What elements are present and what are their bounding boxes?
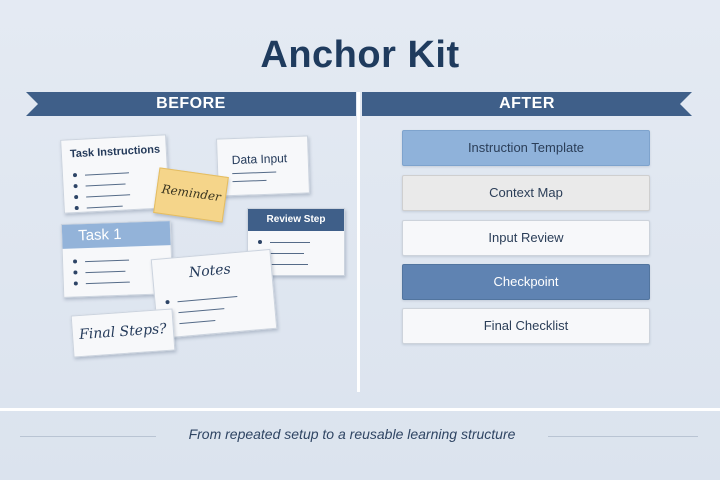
task-instructions-card: Task Instructions	[60, 134, 170, 214]
before-banner: BEFORE	[26, 92, 356, 116]
data-input-label: Data Input	[231, 151, 288, 168]
reminder-sticky-note: Reminder	[153, 167, 229, 223]
bullet-list	[72, 257, 130, 290]
task-instructions-label: Task Instructions	[69, 143, 161, 161]
bullet-list	[72, 170, 131, 214]
vertical-divider	[357, 92, 360, 392]
after-banner: AFTER	[362, 92, 692, 116]
task-1-label: Task 1	[77, 225, 122, 245]
reminder-label: Reminder	[160, 181, 222, 205]
step-input-review: Input Review	[402, 220, 650, 256]
data-input-card: Data Input	[216, 135, 310, 197]
caption-rule-left	[20, 436, 156, 437]
step-context-map: Context Map	[402, 175, 650, 211]
footer-caption: From repeated setup to a reusable learni…	[188, 426, 516, 442]
notes-label: Notes	[188, 261, 232, 282]
final-steps-card: Final Steps?	[70, 308, 176, 358]
step-final-checklist: Final Checklist	[402, 308, 650, 344]
step-checkpoint: Checkpoint	[402, 264, 650, 300]
final-steps-label: Final Steps?	[78, 320, 168, 344]
placeholder-line	[232, 179, 267, 183]
placeholder-line	[232, 171, 277, 175]
card-header	[248, 209, 344, 231]
step-instruction-template: Instruction Template	[402, 130, 650, 166]
caption-rule-right	[548, 436, 698, 437]
review-step-label: Review Step	[266, 214, 326, 225]
footer-divider	[0, 408, 720, 411]
page-title: Anchor Kit	[260, 34, 460, 76]
